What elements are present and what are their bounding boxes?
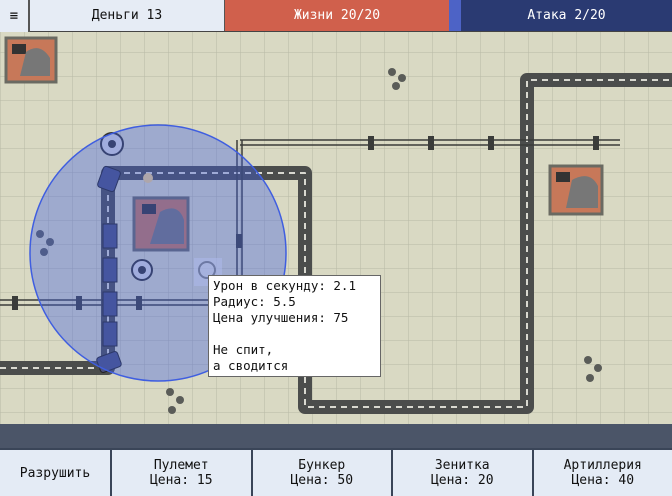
muzzle-flash [143,173,153,183]
top-bar: ≡ Деньги 13 Жизни 20/20 Атака 2/20 [0,0,672,32]
build-item-price: Цена: 20 [430,473,494,488]
build-item-price: Цена: 50 [290,473,354,488]
building-center [132,196,190,252]
build-item-name: Пулемет [153,458,209,473]
build-machine-gun-button[interactable]: Пулемет Цена: 15 [112,450,253,496]
build-item-price: Цена: 40 [571,473,635,488]
menu-icon[interactable]: ≡ [0,0,30,32]
tooltip-flavor-line1: Не спит, [213,342,274,357]
build-item-price: Цена: 15 [149,473,213,488]
lives-counter: Жизни 20/20 [225,0,449,31]
build-item-name: Бункер [298,458,346,473]
tower-info-tooltip: Урон в секунду: 2.1 Радиус: 5.5 Цена улу… [208,275,381,377]
tooltip-dps: Урон в секунду: 2.1 [213,278,356,293]
build-bar: Разрушить Пулемет Цена: 15 Бункер Цена: … [0,448,672,496]
attack-progress-fill [449,0,461,31]
attack-counter: Атака 2/20 [461,0,672,31]
rubble [36,68,602,414]
tooltip-radius: Радиус: 5.5 [213,294,296,309]
destroy-label: Разрушить [19,465,91,481]
build-anti-air-button[interactable]: Зенитка Цена: 20 [393,450,534,496]
enemy-units [96,165,122,373]
destroy-button[interactable]: Разрушить [0,450,112,496]
build-item-name: Зенитка [434,458,490,473]
building-right [548,164,604,216]
build-artillery-button[interactable]: Артиллерия Цена: 40 [534,450,672,496]
base-strip [0,424,672,448]
attack-progress: Атака 2/20 [449,0,672,31]
wire-posts [12,136,599,310]
tooltip-flavor-line2: а сводится [213,358,289,373]
game-map[interactable] [0,32,672,448]
selected-tower[interactable] [131,259,153,281]
building-top-left [4,36,58,84]
tooltip-upgrade-price: Цена улучшения: 75 [213,310,349,325]
money-counter: Деньги 13 [30,0,225,31]
build-item-name: Артиллерия [563,458,642,473]
build-bunker-button[interactable]: Бункер Цена: 50 [253,450,393,496]
